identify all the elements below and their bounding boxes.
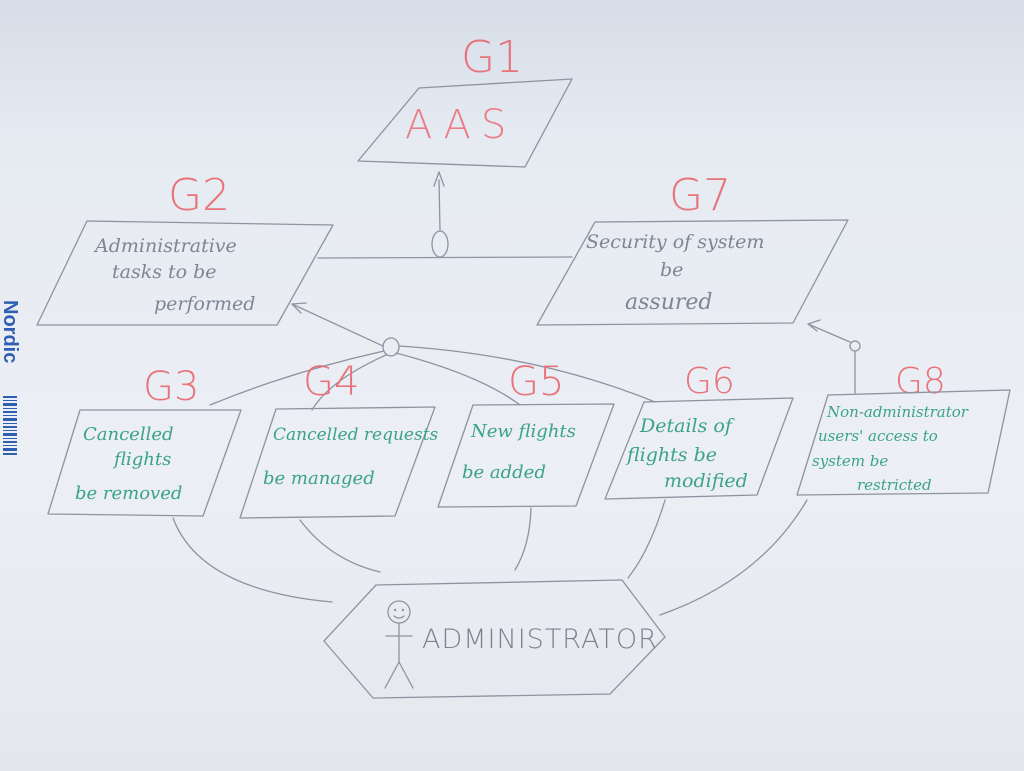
- refine-to-g7-line: [807, 323, 851, 343]
- arrowhead-to-g1: [433, 171, 445, 187]
- goal-g2: G2 Administrative tasks to be performed: [36, 170, 334, 326]
- goal-g3: G3 Cancelled flights be removed: [47, 364, 242, 517]
- goal-id: G1: [461, 32, 523, 83]
- admin-link-g4: [299, 519, 381, 573]
- nordic-brand-mark: Nordic: [0, 300, 21, 455]
- arrowhead-to-g2: [291, 302, 307, 314]
- connectors: [172, 171, 861, 616]
- goal-shape: [239, 406, 436, 519]
- goal-text-line: modified: [664, 470, 748, 492]
- goal-g5: G5 New flights be added: [437, 359, 615, 508]
- goal-shape: [36, 220, 334, 326]
- goal-id: G6: [684, 361, 735, 402]
- goal-g1: G1 AAS: [357, 32, 573, 168]
- refine-to-g2-line: [291, 303, 384, 347]
- g6-link: [398, 345, 656, 403]
- goal-shape: [604, 397, 794, 500]
- barcode-icon: [3, 396, 17, 455]
- goal-text-line: be managed: [263, 468, 375, 489]
- goal-text: AAS: [405, 102, 516, 148]
- and-node-g7: [849, 340, 861, 352]
- goal-text-line: flights be: [625, 444, 717, 466]
- goal-id: G8: [895, 361, 946, 402]
- goal-text-line: performed: [154, 293, 255, 315]
- goal-text-line: Administrative: [93, 235, 237, 257]
- admin-link-g6: [627, 499, 666, 579]
- admin-link-g8: [659, 499, 808, 616]
- goal-text-line: flights: [112, 449, 171, 470]
- goal-id: G3: [143, 364, 199, 410]
- agent-label: ADMINISTRATOR: [422, 624, 658, 655]
- arrowhead-to-g7: [807, 319, 821, 332]
- goal-text-line: be: [660, 259, 683, 281]
- admin-link-g3: [172, 517, 333, 603]
- goal-text-line: Cancelled: [83, 424, 174, 445]
- agent-shape: [323, 579, 666, 699]
- goal-id: G4: [303, 359, 359, 405]
- goal-g8: G8 Non-administrator users' access to sy…: [796, 361, 1011, 496]
- goal-id: G7: [669, 170, 731, 221]
- goal-text-line: restricted: [857, 476, 932, 494]
- goal-text-line: users' access to: [818, 427, 938, 445]
- goal-id: G5: [508, 359, 564, 405]
- admin-link-g5: [514, 507, 532, 571]
- goal-shape: [357, 78, 573, 168]
- goal-shape: [796, 389, 1011, 496]
- goal-shape: [536, 219, 849, 326]
- goal-text-line: be added: [462, 462, 546, 483]
- goal-shape: [437, 403, 615, 508]
- brand-label: Nordic: [0, 300, 21, 363]
- goal-text-line: Cancelled requests: [273, 425, 439, 445]
- g5-link: [395, 352, 521, 406]
- stick-figure-icon: [384, 600, 414, 689]
- goal-g4: G4 Cancelled requests be managed: [239, 359, 439, 519]
- goal-text-line: be removed: [75, 483, 182, 504]
- and-node-g1: [431, 230, 449, 258]
- g3-link: [209, 350, 385, 406]
- refine-to-g1-line: [438, 179, 441, 231]
- goal-text-line: Non-administrator: [826, 403, 969, 421]
- goal-g6: G6 Details of flights be modified: [604, 361, 794, 500]
- goal-id: G2: [168, 170, 230, 221]
- goal-shape: [47, 409, 242, 517]
- goal-text-line: system be: [812, 452, 888, 470]
- goal-text-line: Details of: [639, 415, 735, 437]
- goal-text-line: assured: [625, 290, 712, 315]
- goal-text-line: Security of system: [586, 231, 764, 253]
- agent-administrator: ADMINISTRATOR: [323, 579, 666, 699]
- g2-g7-connector: [317, 256, 573, 259]
- goal-text-line: New flights: [470, 421, 576, 442]
- goal-g7: G7 Security of system be assured: [536, 170, 849, 326]
- g4-link: [311, 354, 387, 411]
- and-node-g2: [382, 337, 400, 357]
- goal-text-line: tasks to be: [112, 261, 217, 283]
